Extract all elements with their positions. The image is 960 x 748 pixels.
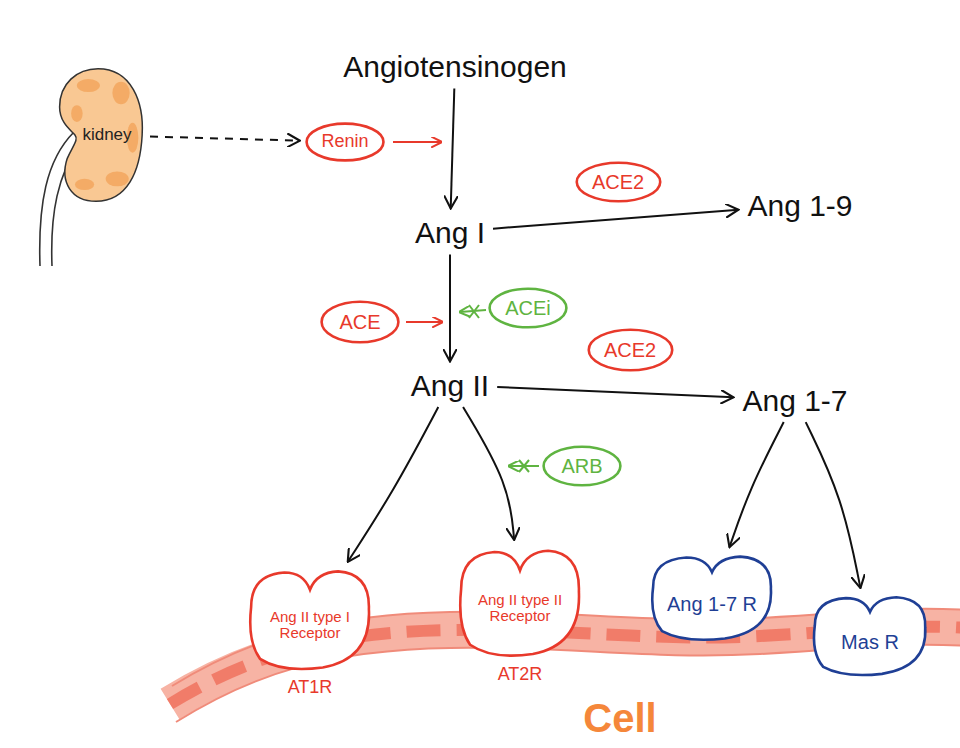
conversion-arrow — [493, 210, 738, 229]
node-text: ACE2 — [604, 339, 656, 361]
membrane-texture — [170, 627, 960, 704]
node-text: Ang II type I Receptor — [260, 609, 360, 642]
conversion-arrow — [449, 255, 451, 362]
kidney-organ: kidney — [50, 65, 146, 205]
enzyme-ellipse: ACE2 — [587, 328, 674, 372]
molecule-label: Angiotensinogen — [339, 48, 571, 85]
inhibitor-cross — [469, 305, 479, 318]
ellipse-outline — [575, 161, 662, 203]
node-shape: Ang 1-7 — [738, 382, 851, 419]
node-shape: Ang 1-9 — [743, 187, 856, 224]
molecule-label: Ang I — [411, 214, 489, 251]
inhibitor-ellipse: ACEi — [488, 287, 568, 329]
secretion-arrow — [150, 136, 300, 140]
node-shape: Renin — [305, 122, 385, 162]
conversion-arrow — [451, 88, 455, 208]
node-shape: Ang I — [411, 214, 489, 251]
node-text: Ang 1-9 — [747, 189, 852, 222]
ellipse-outline — [542, 445, 622, 487]
ellipse-outline — [305, 122, 385, 162]
node-text: ACEi — [505, 297, 551, 319]
node-shape: Ang II type II Receptor — [456, 545, 584, 661]
node-text: Angiotensinogen — [343, 50, 567, 83]
receptor-outline — [810, 593, 930, 679]
node-shape: Mas R — [810, 593, 930, 679]
node-shape: kidney — [50, 65, 146, 205]
binding-arrow — [348, 407, 439, 562]
node-text: Ang 1-7 — [742, 384, 847, 417]
molecule-label: Ang 1-7 — [738, 382, 851, 419]
receptor-outline — [648, 552, 776, 644]
molecule-label: Ang 1-9 — [743, 187, 856, 224]
enzyme-ellipse: ACE — [320, 300, 400, 344]
node-text: ARB — [561, 455, 602, 477]
receptor-outline — [246, 566, 374, 674]
cell-label: Cell — [583, 696, 656, 740]
ellipse-outline — [320, 300, 400, 344]
receptor-shape: Ang II type I ReceptorAT1R — [246, 566, 374, 698]
membrane-edge — [172, 609, 960, 686]
node-shape: ACEi — [488, 287, 568, 329]
ureter — [52, 142, 80, 266]
ellipse-outline — [587, 328, 674, 372]
receptor-abbreviation: AT1R — [246, 678, 374, 698]
node-shape: ACE2 — [575, 161, 662, 203]
renin-action-arrow — [393, 141, 441, 143]
conversion-arrow — [497, 387, 733, 397]
node-text: kidney — [82, 126, 131, 145]
node-shape: ACE — [320, 300, 400, 344]
receptor-shape: Ang 1-7 R — [648, 552, 776, 644]
receptor-abbreviation: AT2R — [456, 665, 584, 685]
receptor-shape: Mas R — [810, 593, 930, 679]
node-text: ACE — [339, 311, 380, 333]
receptor-shape: Ang II type II ReceptorAT2R — [456, 545, 584, 685]
cell-membrane — [170, 627, 960, 704]
inhibitor-cross — [519, 460, 529, 472]
node-shape: Ang 1-7 R — [648, 552, 776, 644]
node-text: ACE2 — [592, 171, 644, 193]
enzyme-ellipse: Renin — [305, 122, 385, 162]
node-shape: Angiotensinogen — [339, 48, 571, 85]
ace-action-arrow — [406, 321, 442, 323]
ellipse-outline — [488, 287, 568, 329]
enzyme-ellipse: ACE2 — [575, 161, 662, 203]
node-shape: ARB — [542, 445, 622, 487]
inhibitor-ellipse: ARB — [542, 445, 622, 487]
binding-arrow — [806, 422, 861, 588]
node-shape: Ang II — [407, 367, 493, 404]
node-text: Renin — [321, 132, 368, 152]
kidney-outline — [50, 65, 146, 205]
node-text: Ang II — [411, 369, 489, 402]
node-text: Ang I — [415, 216, 485, 249]
node-shape: ACE2 — [587, 328, 674, 372]
receptor-outline — [456, 545, 584, 661]
membrane-edge — [176, 645, 960, 722]
binding-arrow — [729, 422, 783, 547]
node-text: Mas R — [841, 631, 899, 653]
molecule-label: Ang II — [407, 367, 493, 404]
node-text: Ang II type II Receptor — [470, 592, 570, 625]
binding-arrow — [463, 407, 514, 540]
node-shape: Ang II type I Receptor — [246, 566, 374, 674]
node-text: Ang 1-7 R — [667, 593, 757, 615]
